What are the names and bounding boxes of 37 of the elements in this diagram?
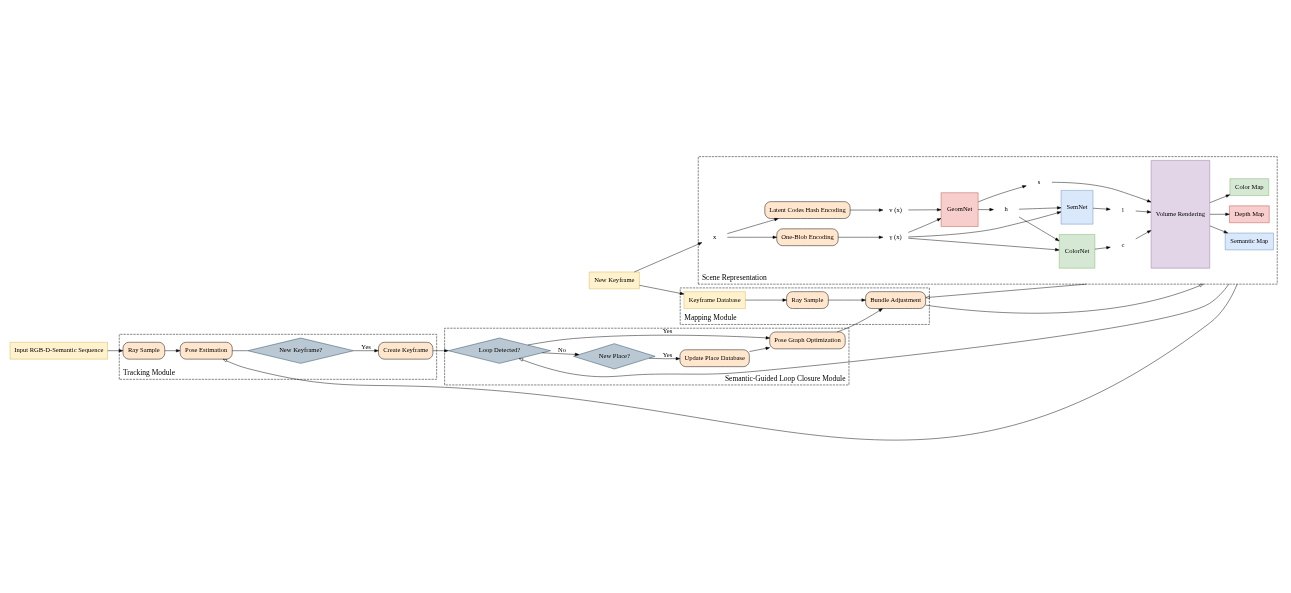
arrow bbox=[353, 349, 379, 353]
arrow bbox=[222, 283, 1238, 441]
arrow bbox=[107, 349, 124, 353]
arrow bbox=[1018, 206, 1062, 210]
arrow bbox=[1135, 210, 1152, 214]
arrow bbox=[837, 235, 884, 239]
arrow bbox=[908, 208, 942, 212]
arrow bbox=[908, 238, 1060, 252]
arrow bbox=[1209, 194, 1230, 203]
arrow bbox=[1094, 246, 1111, 250]
arrow bbox=[648, 357, 681, 361]
arrow bbox=[925, 283, 1204, 314]
arrow bbox=[727, 235, 777, 239]
arrow bbox=[634, 242, 703, 273]
arrow bbox=[925, 283, 1087, 299]
arrow bbox=[908, 218, 942, 233]
arrow bbox=[1092, 207, 1111, 211]
arrow bbox=[849, 208, 884, 212]
arrow bbox=[749, 346, 770, 352]
arrow bbox=[978, 185, 1027, 203]
arrow bbox=[1135, 230, 1152, 240]
arrow bbox=[828, 298, 866, 302]
arrow bbox=[527, 334, 770, 346]
arrow bbox=[518, 283, 1230, 377]
arrow bbox=[908, 211, 1062, 238]
arrow bbox=[727, 218, 779, 234]
arrow bbox=[639, 285, 685, 295]
arrow bbox=[541, 352, 580, 356]
arrow bbox=[1209, 225, 1228, 234]
arrow bbox=[836, 308, 883, 333]
arrow bbox=[1051, 182, 1152, 203]
arrow bbox=[164, 349, 181, 353]
arrow bbox=[977, 208, 994, 212]
arrow bbox=[745, 298, 787, 302]
arrow bbox=[1209, 212, 1230, 216]
arrow bbox=[432, 349, 449, 353]
arrow bbox=[1018, 216, 1060, 242]
